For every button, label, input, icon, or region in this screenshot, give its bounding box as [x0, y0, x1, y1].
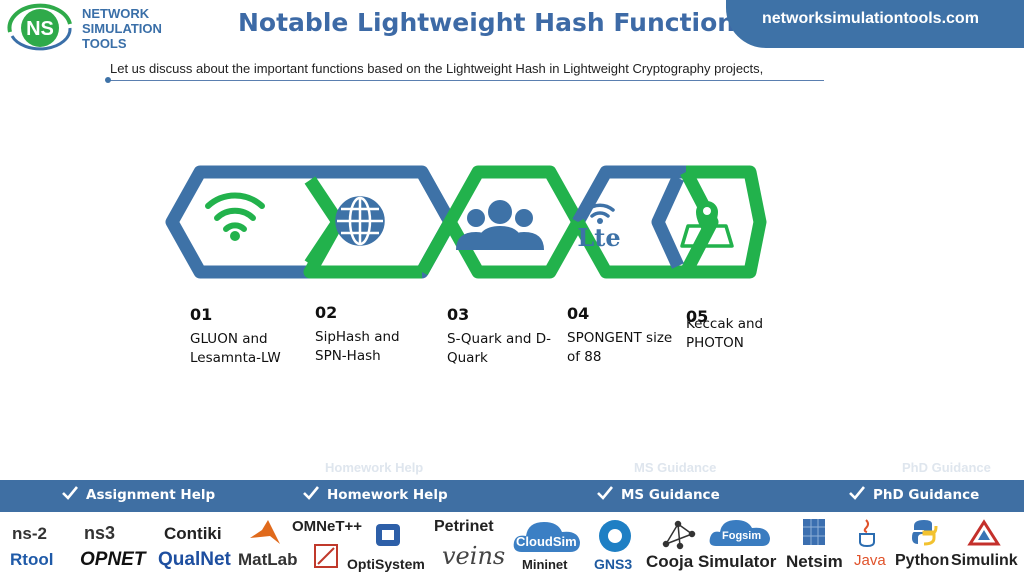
logo-initials: NS: [26, 18, 54, 40]
tool-gns3: GNS3: [594, 556, 633, 572]
hex-outline-5: [686, 165, 767, 279]
wifi-icon: [205, 192, 265, 241]
hex-outline-3-link: [416, 218, 456, 276]
step-5: 05 Keccak and PHOTON: [686, 307, 796, 353]
step-number: 03: [447, 305, 470, 324]
logo-line-1: NETWORK: [82, 6, 150, 21]
step-number: 01: [190, 305, 213, 324]
tool-mininet: Mininet: [522, 557, 568, 572]
step-text: SPONGENT size of 88: [567, 330, 673, 365]
step-number: 02: [315, 303, 338, 322]
omnet-cube-icon: [376, 524, 400, 546]
logo-text: NETWORK SIMULATION TOOLS: [82, 6, 162, 51]
tool-omnet: OMNeT++: [292, 518, 363, 535]
tool-contiki: Contiki: [164, 524, 222, 543]
step-text: SipHash and SPN-Hash: [315, 329, 400, 364]
nav-label[interactable]: MS Guidance: [621, 487, 720, 503]
nav-assignment-help[interactable]: Assignment Help: [62, 486, 215, 503]
check-icon: [849, 486, 865, 500]
hex-link-5: [651, 175, 684, 269]
tool-netsim: Netsim: [786, 552, 843, 571]
hexagon-chain: Lte: [165, 165, 767, 279]
tool-veins: veins: [442, 542, 506, 570]
step-number: 05: [686, 307, 709, 326]
java-cup-icon: [859, 519, 875, 548]
map-pin-icon: [680, 201, 734, 248]
step-text: Keccak and PHOTON: [686, 316, 764, 351]
service-nav-bar: Assignment Help Homework Help MS Guidanc…: [0, 480, 1024, 512]
tool-simulink: Simulink: [951, 552, 1018, 569]
nav-homework-help[interactable]: Homework Help: [303, 486, 448, 503]
simulink-icon: [967, 519, 1001, 546]
users-icon: [456, 200, 544, 250]
step-4: 04 SPONGENT size of 88: [567, 304, 677, 367]
tool-opnet: OPNET: [80, 549, 146, 570]
lte-icon: Lte: [577, 203, 621, 252]
nav-label[interactable]: PhD Guidance: [873, 487, 980, 503]
tool-qualnet: QualNet: [158, 549, 231, 570]
cooja-network-icon: [662, 520, 696, 550]
step-text: GLUON and Lesamnta-LW: [190, 331, 281, 366]
tool-rtool: Rtool: [10, 550, 54, 569]
matlab-icon: [250, 520, 280, 544]
hex-outline-4-top: [572, 165, 686, 226]
ns-logo-icon: NS: [7, 3, 72, 51]
logo: NS NETWORK SIMULATION TOOLS: [4, 2, 174, 54]
nav-label[interactable]: Assignment Help: [86, 487, 216, 503]
tools-strip: ns-2 ns3 Contiki OMNeT++ Petrinet Rtool …: [0, 514, 1024, 576]
site-link[interactable]: networksimulationtools.com: [726, 0, 1024, 48]
tool-cooja: Cooja Simulator: [646, 552, 777, 571]
page-title: Notable Lightweight Hash Functions: [238, 8, 750, 37]
site-url[interactable]: networksimulationtools.com: [762, 10, 979, 27]
globe-icon: [335, 196, 385, 246]
step-2: 02 SipHash and SPN-Hash: [315, 303, 425, 366]
nav-ghost-2: Homework Help: [325, 460, 424, 475]
logo-line-3: TOOLS: [82, 36, 127, 51]
tool-cloudsim: CloudSim: [516, 534, 577, 549]
nav-ghost-3: MS Guidance: [634, 460, 717, 475]
lte-label: Lte: [577, 223, 620, 252]
step-1: 01 GLUON and Lesamnta-LW: [190, 305, 300, 368]
gns3-icon: [599, 520, 631, 552]
tool-java: Java: [854, 552, 886, 569]
check-icon: [303, 486, 319, 500]
nav-phd-guidance[interactable]: PhD Guidance: [849, 486, 979, 503]
cloudsim-icon: [513, 522, 580, 552]
tool-optisystem: OptiSystem: [347, 556, 425, 572]
tool-ns2: ns-2: [12, 524, 47, 543]
intro-bullet-dot: [105, 77, 111, 83]
step-3: 03 S-Quark and D-Quark: [447, 305, 557, 368]
nav-ms-guidance[interactable]: MS Guidance: [597, 486, 720, 503]
tool-ns3: ns3: [84, 523, 116, 543]
tool-python: Python: [895, 552, 950, 569]
hex-outline-1: [165, 165, 298, 279]
tool-petrinet: Petrinet: [434, 518, 494, 535]
netsim-icon: [803, 519, 825, 545]
nav-ghost-4: PhD Guidance: [902, 460, 991, 475]
optisystem-icon: [314, 544, 338, 568]
step-text: S-Quark and D-Quark: [447, 331, 552, 366]
check-icon: [597, 486, 613, 500]
tool-matlab: MatLab: [238, 550, 298, 569]
fogsim-cloud-icon: [709, 520, 770, 546]
tool-fogsim: Fogsim: [722, 530, 762, 542]
check-icon: [62, 486, 78, 500]
python-icon: [912, 520, 938, 546]
intro-text: Let us discuss about the important funct…: [110, 61, 764, 76]
hex-outline-2-green: [303, 218, 422, 279]
nav-label[interactable]: Homework Help: [327, 487, 448, 503]
intro-underline: [108, 80, 824, 81]
step-number: 04: [567, 304, 590, 323]
logo-line-2: SIMULATION: [82, 21, 162, 36]
